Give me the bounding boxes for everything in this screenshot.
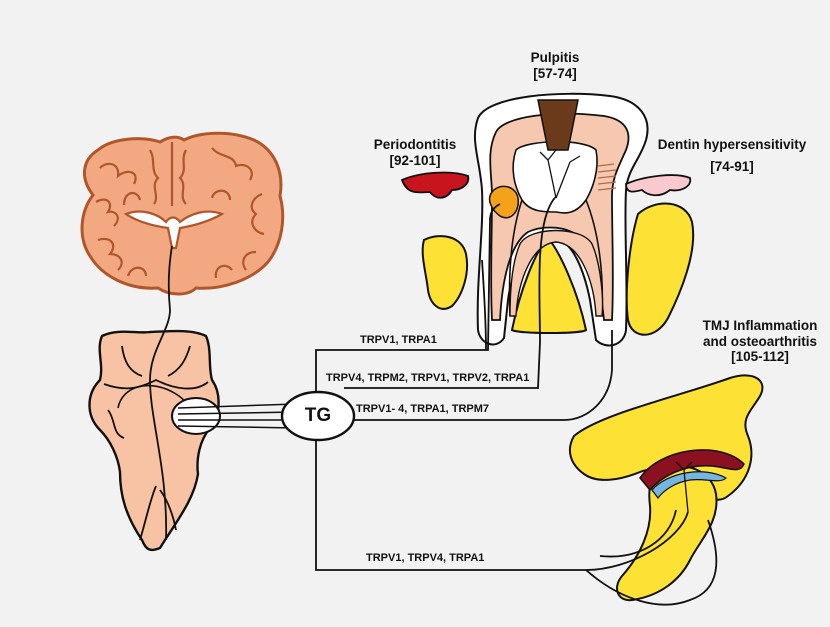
periodontitis-label: Periodontitis [92-101] — [365, 137, 465, 168]
periodontitis-channels: TRPV1, TRPA1 — [360, 334, 437, 347]
dentin-refs: [74-91] — [642, 159, 822, 175]
bone-right — [627, 204, 693, 335]
brainstem-body — [90, 331, 219, 550]
tmj-channels: TRPV1, TRPV4, TRPA1 — [366, 552, 484, 565]
dentin-channels: TRPV1- 4, TRPA1, TRPM7 — [356, 403, 489, 416]
dentin-gum — [626, 175, 690, 195]
dentin-hypersensitivity-label: Dentin hypersensitivity [74-91] — [642, 137, 822, 174]
nerve-to-periodontitis — [316, 204, 500, 398]
brain-section — [82, 133, 283, 294]
pulpitis-title: Pulpitis — [515, 50, 595, 66]
tmj-label: TMJ Inflammation and osteoarthritis [105… — [690, 318, 830, 365]
trigeminal-nucleus — [172, 398, 220, 434]
tmj-title-line2: and osteoarthritis — [690, 334, 830, 350]
tg-label: TG — [296, 405, 340, 427]
teeth-group — [402, 94, 693, 346]
periodontitis-gum — [402, 173, 468, 198]
pulpitis-refs: [57-74] — [515, 66, 595, 82]
dentin-title: Dentin hypersensitivity — [642, 137, 822, 153]
tmj-title-line1: TMJ Inflammation — [690, 318, 830, 334]
periodontitis-title: Periodontitis — [365, 137, 465, 153]
tmj-refs: [105-112] — [690, 349, 830, 365]
brainstem — [90, 331, 219, 550]
brain-cortex — [82, 133, 283, 294]
tooth-pulp — [513, 142, 597, 213]
pulpitis-label: Pulpitis [57-74] — [515, 50, 595, 81]
pulpitis-channels: TRPV4, TRPM2, TRPV1, TRPV2, TRPA1 — [326, 372, 529, 385]
tmj-group — [570, 375, 763, 600]
periodontitis-refs: [92-101] — [365, 153, 465, 169]
bone-left — [423, 236, 467, 309]
